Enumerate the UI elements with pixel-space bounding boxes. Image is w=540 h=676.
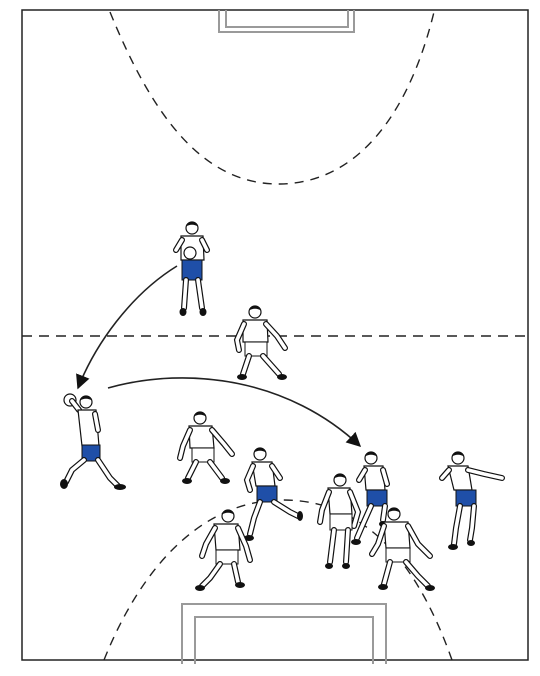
bottom-goal-area-line xyxy=(103,499,453,661)
attacker-player-2 xyxy=(60,393,126,490)
defender-player-2 xyxy=(177,411,235,484)
defender-player-4 xyxy=(195,509,253,591)
pass-arrow-2 xyxy=(107,377,362,447)
court-boundary xyxy=(21,9,529,661)
top-goal-area-line xyxy=(109,11,435,185)
ball-icon xyxy=(183,246,197,260)
attacker-player-5 xyxy=(439,451,505,550)
defender-player-1 xyxy=(233,305,288,380)
bottom-goal xyxy=(181,603,387,664)
top-goal xyxy=(218,10,355,33)
pass-arrow-1 xyxy=(76,265,178,390)
attacker-player-4 xyxy=(243,447,303,541)
defender-player-3 xyxy=(317,473,362,569)
defender-player-5 xyxy=(369,507,435,591)
attacker-player-1 xyxy=(173,221,210,316)
attacker-player-3 xyxy=(351,451,390,545)
